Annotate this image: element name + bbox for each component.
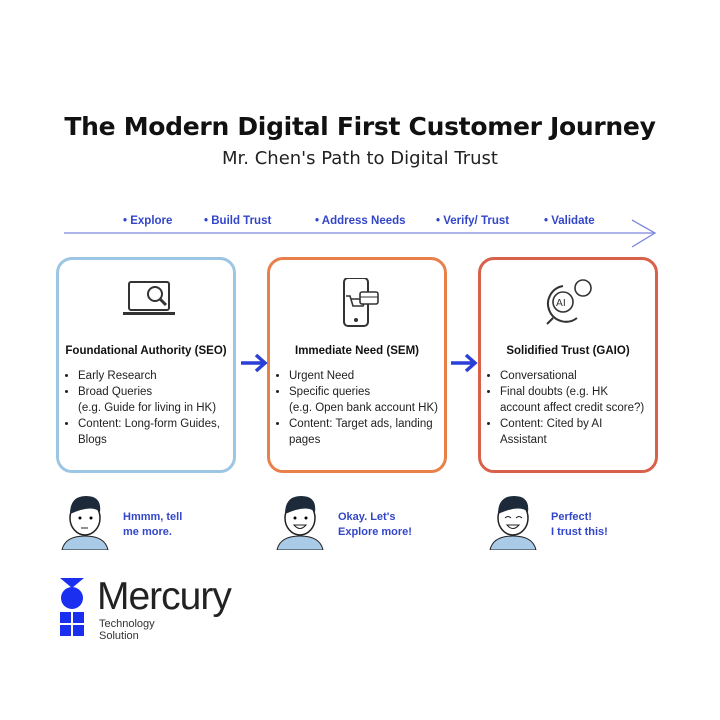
page-title: The Modern Digital First Customer Journe… [64, 112, 656, 141]
bullet: Broad Queries (e.g. Guide for living in … [78, 384, 229, 416]
timeline-label: • Verify/ Trust [436, 215, 510, 227]
arrow-right-icon [451, 353, 478, 373]
stage-title: Immediate Need (SEM) [295, 345, 419, 357]
bullet: Content: Cited by AI Assistant [500, 416, 651, 448]
timeline-label: • Address Needs [315, 215, 406, 227]
timeline-arrow [64, 219, 657, 248]
timeline-label: • Build Trust [204, 215, 272, 227]
laptop-search-icon [123, 281, 175, 315]
reaction-text: Okay. Let's Explore more! [338, 511, 412, 538]
bullet: Early Research [78, 368, 229, 384]
timeline-label: • Explore [123, 215, 173, 227]
bullet: Content: Long-form Guides, Blogs [78, 416, 229, 448]
stage-title: Solidified Trust (GAIO) [506, 345, 630, 357]
mobile-shopping-icon [343, 278, 379, 327]
thinking-face-icon [61, 496, 109, 550]
bullet: Specific queries (e.g. Open bank account… [289, 384, 440, 416]
bullet: Final doubts (e.g. HK account affect cre… [500, 384, 651, 416]
happy-face-icon [489, 496, 537, 550]
bullet: Conversational [500, 368, 651, 384]
page-subtitle: Mr. Chen's Path to Digital Trust [222, 148, 498, 169]
arrow-right-icon [241, 353, 268, 373]
logo-name: Mercury [97, 575, 232, 618]
stage-card-gaio: AI Solidified Trust (GAIO) Conversationa… [478, 257, 658, 473]
stage-title: Foundational Authority (SEO) [65, 345, 227, 357]
smiling-face-icon [276, 496, 324, 550]
stage-card-sem: Immediate Need (SEM) Urgent NeedSpecific… [267, 257, 447, 473]
mercury-logo-mark [60, 578, 84, 636]
svg-text:AI: AI [556, 298, 566, 309]
bullet: Content: Target ads, landing pages [289, 416, 440, 448]
reaction-text: Hmmm, tell me more. [123, 511, 183, 538]
reaction-text: Perfect! I trust this! [551, 511, 608, 538]
ai-chat-icon: AI [546, 279, 592, 325]
bullet: Urgent Need [289, 368, 440, 384]
timeline-label: • Validate [544, 215, 595, 227]
stage-card-seo: Foundational Authority (SEO) Early Resea… [56, 257, 236, 473]
